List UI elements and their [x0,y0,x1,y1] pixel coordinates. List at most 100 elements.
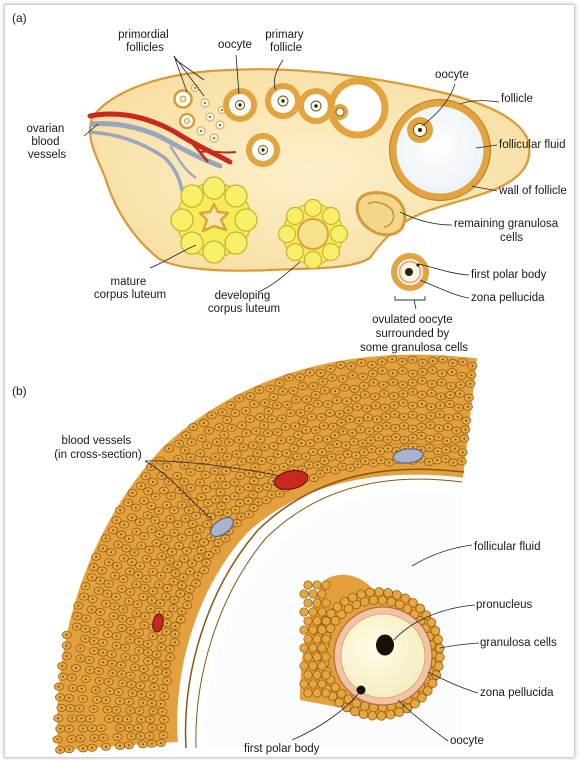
cell-nucleus [173,599,175,601]
cell-nucleus [59,696,61,698]
cell-nucleus [107,709,109,711]
cell-nucleus [326,469,328,471]
cell-nucleus [160,575,162,577]
cumulus-cell [322,599,330,607]
cell-nucleus [118,691,120,693]
cell-nucleus [128,744,130,746]
cumulus-cell [352,699,361,708]
cell-nucleus [169,656,171,658]
cell-nucleus [334,434,336,436]
cell-nucleus [215,549,217,551]
cell-nucleus [340,422,342,424]
panel-a-tag: (a) [12,11,27,25]
cell-nucleus [295,399,297,401]
cell-nucleus [166,538,168,540]
cumulus-cell [304,581,312,589]
cell-nucleus [448,417,450,419]
cell-nucleus [88,659,90,661]
cell-nucleus [351,432,353,434]
cell-nucleus [80,738,82,740]
cell-nucleus [431,383,433,385]
cell-nucleus [166,568,168,570]
cell-nucleus [367,416,369,418]
cell-nucleus [134,666,136,668]
cell-nucleus [412,359,414,361]
cell-nucleus [308,464,310,466]
cell-nucleus [321,451,323,453]
cell-nucleus [201,437,203,439]
cumulus-cell [434,635,443,644]
cell-nucleus [383,393,385,395]
cumulus-cell [300,662,308,670]
label-oocyte-right: oocyte [435,69,469,81]
cell-nucleus [312,451,314,453]
cell-nucleus [133,658,135,660]
cell-nucleus [259,416,261,418]
cell-nucleus [223,434,225,436]
cell-nucleus [79,708,81,710]
cell-nucleus [108,681,110,683]
cumulus-cell [386,710,395,719]
cell-nucleus [68,697,70,699]
cell-nucleus [421,417,423,419]
cell-nucleus [315,429,317,431]
cell-nucleus [319,473,321,475]
cell-nucleus [268,410,270,412]
cell-nucleus [412,446,414,448]
cell-nucleus [138,710,140,712]
cell-nucleus [151,702,153,704]
cell-nucleus [431,392,433,394]
cell-nucleus [387,448,389,450]
cell-nucleus [252,494,254,496]
cell-nucleus [168,448,170,450]
cell-nucleus [412,382,414,384]
cell-nucleus [308,407,310,409]
cell-nucleus [191,562,193,564]
cumulus-cell [309,662,317,670]
cell-nucleus [93,566,95,568]
cell-nucleus [107,633,109,635]
cell-nucleus [160,638,162,640]
cell-nucleus [57,717,59,719]
cell-nucleus [428,461,430,463]
cell-nucleus [228,441,230,443]
cell-nucleus [441,381,443,383]
cell-nucleus [342,431,344,433]
cell-nucleus [217,542,219,544]
cell-nucleus [203,541,205,543]
cell-nucleus [401,361,403,363]
cell-nucleus [214,499,216,501]
cell-nucleus [451,371,453,373]
cell-nucleus [253,507,255,509]
cell-nucleus [166,504,168,506]
cell-nucleus [176,475,178,477]
cell-nucleus [155,496,157,498]
cell-nucleus [225,498,227,500]
cell-nucleus [394,413,396,415]
cell-nucleus [261,460,263,462]
cell-nucleus [372,373,374,375]
cell-nucleus [471,365,473,367]
cell-nucleus [140,718,142,720]
cell-nucleus [166,680,168,682]
cell-nucleus [271,494,273,496]
cell-nucleus [429,424,431,426]
cell-nucleus [191,441,193,443]
first-polar-body [357,686,366,695]
cumulus-cell [313,689,321,697]
cell-nucleus [120,534,122,536]
cell-nucleus [391,358,393,360]
cell-nucleus [254,466,256,468]
cell-nucleus [339,413,341,415]
cell-nucleus [218,511,220,513]
cell-nucleus [91,609,93,611]
cell-nucleus [163,734,165,736]
cell-nucleus [112,672,114,674]
cell-nucleus [234,509,236,511]
cell-nucleus [189,570,191,572]
cell-nucleus [121,588,123,590]
cell-nucleus [199,482,201,484]
cell-nucleus [455,430,457,432]
cell-nucleus [403,439,405,441]
cell-nucleus [112,529,114,531]
